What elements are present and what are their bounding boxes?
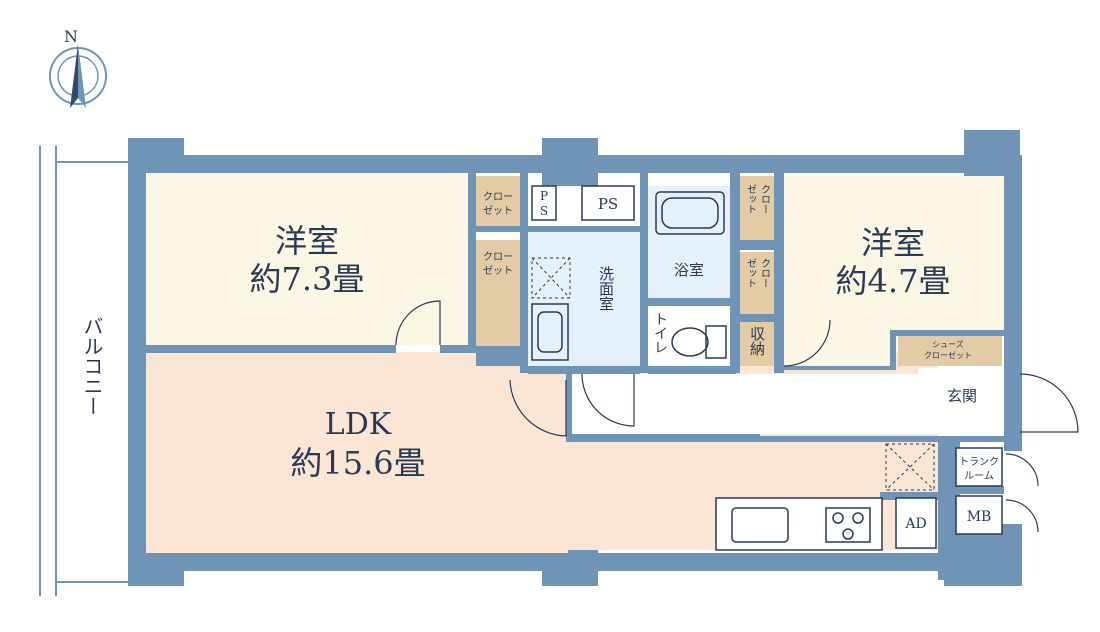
- mb-label: MB: [967, 509, 992, 525]
- ps-box: [581, 185, 635, 221]
- toilet-label: トイレ: [652, 312, 668, 354]
- trunk-room-line1: トランク: [959, 456, 999, 468]
- western-room-left: [146, 173, 468, 345]
- closet-mid: [476, 240, 520, 346]
- toilet-icon: [671, 325, 727, 359]
- storage-label: 収納: [748, 326, 766, 357]
- balcony-label: バルコニー: [80, 316, 104, 416]
- doors: [395, 300, 1079, 533]
- closet-right-bottom: [740, 252, 774, 314]
- ad-label: AD: [904, 516, 926, 532]
- closet-right-top: [740, 176, 774, 240]
- windows: [129, 200, 1021, 520]
- mb-box: [955, 495, 1003, 535]
- ps-small-line1: P: [540, 189, 548, 203]
- balcony: [39, 146, 128, 596]
- washer-space-icon: [531, 257, 571, 299]
- ps-label: PS: [598, 195, 618, 213]
- storage: [740, 322, 774, 366]
- interior-walls: [146, 173, 1004, 534]
- washbasin-icon: [531, 303, 569, 361]
- ldk-size: 約15.6畳: [290, 444, 425, 482]
- compass-icon: [49, 44, 107, 108]
- western-left-name: 洋室: [275, 222, 339, 260]
- western-right-size: 約4.7畳: [836, 262, 951, 300]
- ldk-name: LDK: [325, 407, 392, 442]
- trunk-room-line2: ルーム: [964, 470, 994, 482]
- ad-box: [895, 497, 937, 549]
- ps-small-line2: S: [540, 204, 548, 218]
- fridge-space-icon: [885, 443, 935, 491]
- trunk-room-box: [955, 447, 1003, 487]
- bathtub-icon: [655, 191, 725, 235]
- closet-mid-line2: ゼット: [483, 265, 513, 277]
- bathroom: [648, 186, 730, 300]
- washroom-label: 洗面室: [597, 266, 615, 311]
- western-left-size: 約7.3畳: [250, 260, 365, 298]
- closet-right-top-col2: ゼット: [745, 184, 757, 214]
- closet-mid-line1: クロー: [483, 251, 513, 263]
- closet-right-bottom-col2: ゼット: [745, 258, 757, 288]
- closet-top: [476, 176, 520, 226]
- compass-north-label: N: [64, 27, 78, 46]
- ps-small-box: [531, 185, 557, 221]
- shoe-closet-line1: シューズ: [932, 339, 964, 349]
- western-room-right: [782, 176, 1004, 368]
- shoe-closet-line2: クローゼット: [924, 350, 972, 360]
- entrance-label: 玄関: [947, 387, 977, 405]
- closet-top-line1: クロー: [483, 191, 513, 203]
- closet-right-bottom-col1: クロー: [759, 258, 770, 288]
- closet-top-line2: ゼット: [483, 205, 513, 217]
- shoe-closet: [898, 336, 1002, 366]
- closet-right-top-col1: クロー: [759, 184, 770, 214]
- western-right-name: 洋室: [861, 224, 925, 262]
- kitchen-counter: [715, 497, 883, 551]
- bathroom-label: 浴室: [674, 261, 704, 279]
- entrance: [918, 368, 1004, 434]
